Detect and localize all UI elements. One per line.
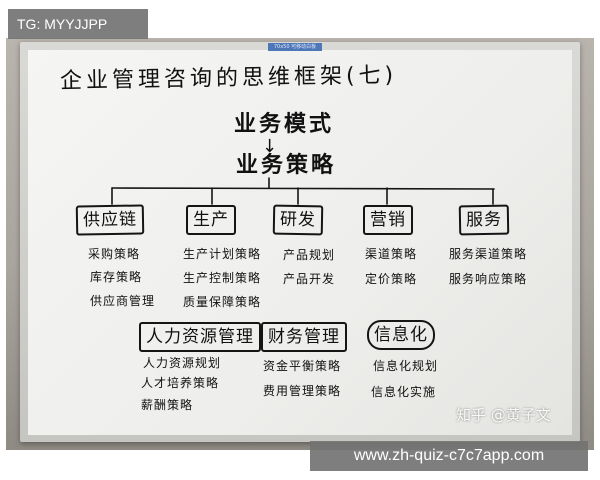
down-arrow-icon: ↓ [262,136,278,157]
list-item: 服务渠道策略 [449,247,528,261]
list-item: 资金平衡策略 [263,359,342,373]
list-item: 费用管理策略 [263,384,342,398]
list-item: 产品规划 [283,248,336,262]
list-item: 质量保障策略 [183,295,262,309]
url-banner: www.zh-quiz-c7c7app.com [310,441,588,471]
branch-horizontal-line [111,187,495,190]
author-watermark: 知乎 @黄子文 [456,406,551,424]
board-title: 企业管理咨询的思维框架(七) [59,63,398,94]
business-strategy-heading: 业务策略 [236,153,337,178]
dept-box-rd: 研发 [272,204,324,236]
dept-box-marketing: 营销 [363,205,413,235]
whiteboard-brand-sticker: 70x50 可移动白板 [268,43,322,51]
list-item: 信息化规划 [373,359,439,373]
channel-tag-banner: TG: MYYJJPP [8,9,148,39]
list-item: 库存策略 [90,270,143,284]
list-item: 生产计划策略 [183,247,262,261]
list-item: 渠道策略 [365,247,418,261]
list-item: 薪酬策略 [141,398,194,412]
list-item: 服务响应策略 [449,272,528,286]
list-item: 供应商管理 [90,294,156,308]
dept-box-service: 服务 [458,204,510,236]
business-model-heading: 业务模式 [234,112,335,137]
whiteboard-surface [28,50,572,435]
dept-box-finance: 财务管理 [261,322,347,352]
list-item: 定价策略 [365,272,418,286]
list-item: 信息化实施 [371,385,437,399]
dept-box-it: 信息化 [367,320,435,350]
dept-box-hr: 人力资源管理 [139,322,261,352]
list-item: 人力资源规划 [143,356,222,370]
dept-box-production: 生产 [186,205,236,235]
list-item: 产品开发 [283,272,336,286]
list-item: 采购策略 [88,247,141,261]
dept-box-supply-chain: 供应链 [75,204,145,236]
list-item: 生产控制策略 [183,271,262,285]
list-item: 人才培养策略 [141,376,220,390]
